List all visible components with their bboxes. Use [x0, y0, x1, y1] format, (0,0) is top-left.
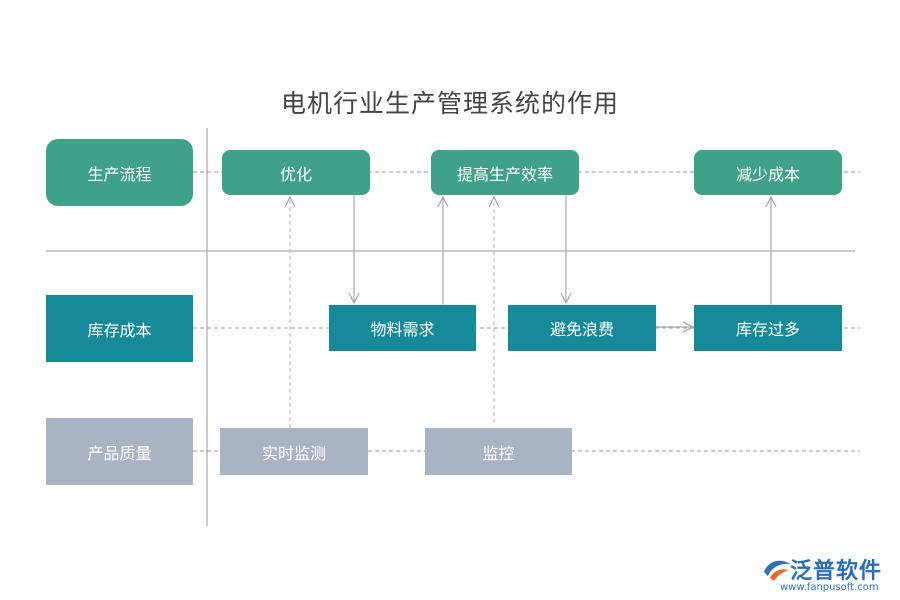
node-excess-inventory: 库存过多	[694, 305, 842, 351]
node-realtime-monitoring: 实时监测	[220, 428, 368, 475]
node-improve-efficiency: 提高生产效率	[431, 150, 579, 195]
node-reduce-cost: 减少成本	[694, 150, 842, 195]
node-avoid-waste: 避免浪费	[508, 305, 656, 351]
node-optimize: 优化	[222, 150, 370, 195]
category-product-quality: 产品质量	[46, 418, 193, 485]
category-inventory-cost: 库存成本	[46, 295, 193, 362]
category-production-flow: 生产流程	[46, 139, 193, 206]
node-material-demand: 物料需求	[329, 305, 476, 351]
brand-url: www.fanpusoft.com	[780, 582, 879, 593]
node-monitoring: 监控	[425, 428, 572, 475]
page-title: 电机行业生产管理系统的作用	[280, 89, 619, 118]
brand-logo: 泛普软件 www.fanpusoft.com	[760, 552, 890, 596]
fanpu-logo-icon	[764, 560, 790, 581]
brand-name: 泛普软件	[790, 559, 883, 584]
